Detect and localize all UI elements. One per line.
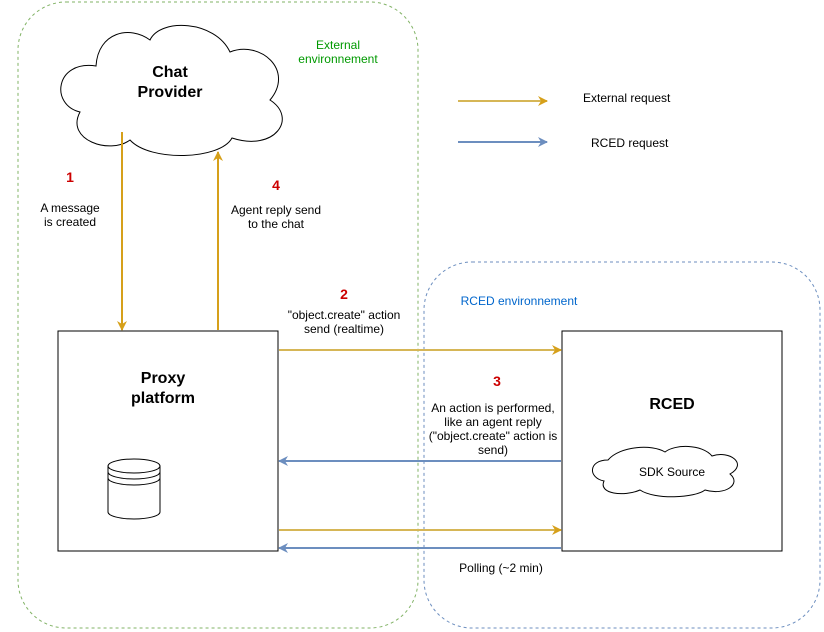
- rced-box: [561, 330, 783, 552]
- step2-text-line2: send (realtime): [304, 322, 384, 336]
- rced-title: RCED: [649, 396, 694, 413]
- step3-text-line3: ("object.create" action is: [429, 429, 558, 443]
- rced-zone-label: RCED environnement: [461, 294, 578, 308]
- database-icon: [107, 458, 161, 520]
- legend-rced-label: RCED request: [591, 136, 669, 150]
- sdk-source-label: SDK Source: [639, 465, 705, 479]
- step4-text-line1: Agent reply send: [231, 203, 321, 217]
- legend-external-label: External request: [583, 91, 671, 105]
- sdk-source-cloud-icon: [592, 446, 738, 498]
- step3-text-line4: send): [478, 443, 508, 457]
- step3-number: 3: [493, 373, 501, 389]
- external-environment-zone: [17, 1, 419, 629]
- step3-text-line1: An action is performed,: [431, 401, 554, 415]
- external-zone-label-line1: External: [316, 38, 360, 52]
- step1-number: 1: [66, 169, 74, 185]
- proxy-title-line1: Proxy: [141, 370, 186, 387]
- step3-text-line2: like an agent reply: [444, 415, 541, 429]
- step2-number: 2: [340, 286, 348, 302]
- step4-text-line2: to the chat: [248, 217, 305, 231]
- chat-provider-title-line1: Chat: [152, 64, 188, 81]
- rced-environment-zone: [423, 261, 821, 629]
- step1-text-line1: A message: [40, 201, 100, 215]
- polling-label: Polling (~2 min): [459, 561, 543, 575]
- step4-number: 4: [272, 177, 280, 193]
- external-zone-label-line2: environnement: [298, 52, 378, 66]
- proxy-platform-box: [57, 330, 279, 552]
- chat-provider-title-line2: Provider: [138, 84, 203, 101]
- proxy-title-line2: platform: [131, 390, 195, 407]
- chat-provider-cloud-icon: [60, 24, 283, 156]
- step1-text-line2: is created: [44, 215, 96, 229]
- step2-text-line1: "object.create" action: [288, 308, 401, 322]
